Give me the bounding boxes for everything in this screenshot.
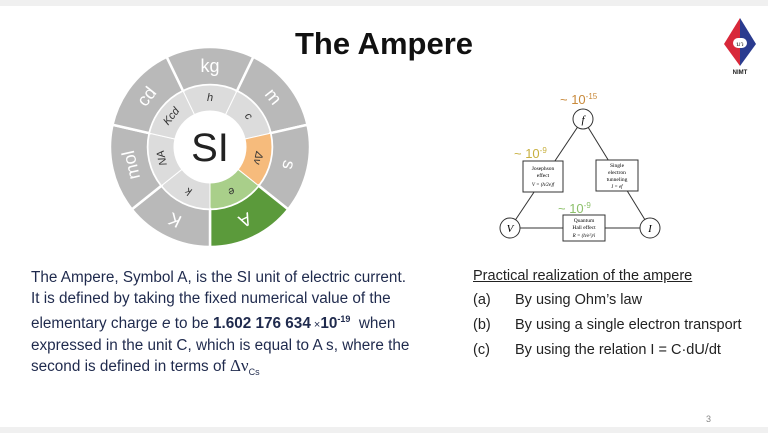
si-center — [175, 112, 245, 182]
single-electron-box: Single electron tunneling I = ef — [595, 159, 639, 192]
constant-label: Δν — [250, 149, 265, 166]
node-f: f — [572, 108, 594, 130]
svg-text:V: V — [507, 223, 515, 235]
svg-text:Josephson: Josephson — [532, 166, 555, 172]
ampere-realization-triangle: ~ 10-15 ~ 10-9 ~ 10-9 f V I Josephson ef… — [499, 92, 661, 242]
constant-label: h — [207, 92, 213, 104]
svg-text:V = (h/2e)f: V = (h/2e)f — [532, 183, 555, 188]
page-number: 3 — [706, 414, 712, 424]
definition-line: elementary charge e to be 1.602 176 634 … — [31, 314, 396, 332]
svg-text:tunneling: tunneling — [607, 177, 628, 183]
svg-text:Hall effect: Hall effect — [572, 224, 596, 231]
list-item: (c)By using the relation I = C·dU/dt — [473, 342, 721, 358]
elementary-charge-value: 1.602 176 634 — [213, 315, 311, 332]
slide-title: The Ampere — [294, 26, 473, 61]
svg-text:electron: electron — [608, 170, 626, 176]
svg-text:f: f — [581, 114, 586, 126]
svg-text:effect: effect — [537, 172, 550, 179]
definition-line: It is defined by taking the fixed numeri… — [31, 289, 391, 307]
node-i: I — [639, 217, 661, 239]
definition-line: second is defined in terms of ΔνCs — [31, 356, 260, 377]
logo-text: NIMT — [733, 70, 748, 76]
constant-label: k — [183, 184, 194, 197]
svg-text:R = (h/e²)/i: R = (h/e²)/i — [572, 233, 596, 239]
uncertainty-bottom: ~ 10-9 — [558, 201, 591, 216]
svg-text:I: I — [647, 223, 653, 235]
svg-text:Single: Single — [610, 163, 625, 169]
svg-text:I = ef: I = ef — [610, 185, 623, 190]
constant-label: e — [226, 184, 237, 197]
definition-line: The Ampere, Symbol A, is the SI unit of … — [31, 269, 406, 286]
list-item: (a)By using Ohm’s law — [473, 292, 643, 308]
unit-label: s — [278, 158, 300, 171]
nimt-logo: มว NIMT — [724, 18, 756, 76]
constant-segment-cd — [148, 90, 196, 140]
unit-label: kg — [200, 56, 219, 76]
practical-realization: Practical realization of the ampere (a)B… — [473, 268, 742, 367]
list-item: (b)By using a single electron transport — [473, 317, 742, 333]
svg-text:Quantum: Quantum — [574, 218, 595, 224]
quantum-hall-box: Quantum Hall effect R = (h/e²)/i — [562, 214, 606, 242]
uncertainty-top: ~ 10-15 — [560, 92, 598, 107]
node-v: V — [499, 217, 521, 239]
definition-line: expressed in the unit C, which is equal … — [31, 336, 410, 354]
ampere-definition: The Ampere, Symbol A, is the SI unit of … — [31, 268, 471, 383]
uncertainty-left: ~ 10-9 — [514, 146, 547, 161]
constant-label: NA — [155, 149, 170, 167]
josephson-box: Josephson effect V = (h/2e)f — [522, 160, 564, 193]
practical-heading: Practical realization of the ampere — [473, 268, 693, 284]
logo-mark: มว — [736, 42, 743, 48]
si-center-label: SI — [191, 126, 229, 170]
